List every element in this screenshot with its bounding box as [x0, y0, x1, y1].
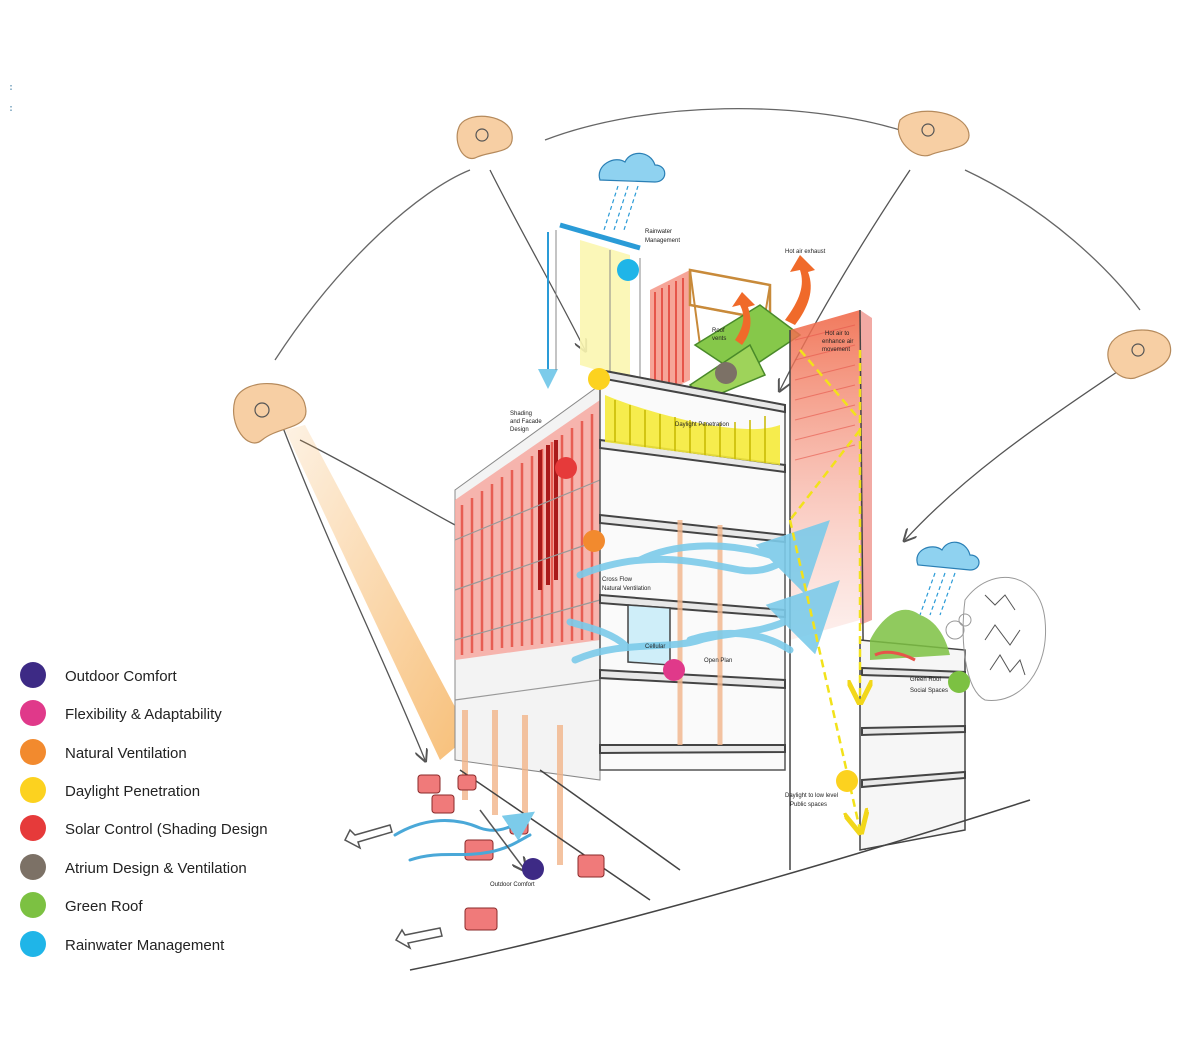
rain-lines-top [603, 185, 639, 231]
rainwater-tower [538, 222, 641, 389]
legend-item-natural-ventilation: Natural Ventilation [18, 737, 318, 769]
people [417, 774, 605, 931]
legend-item-flexibility: Flexibility & Adaptability [18, 698, 318, 730]
legend-dot-green-roof [20, 892, 46, 918]
margin-mark-2: : [8, 103, 15, 114]
marker-daylight-top [588, 368, 610, 390]
legend-item-solar-control: Solar Control (Shading Design [18, 813, 318, 845]
ann-hot-air-exhaust: Hot air exhaust [785, 249, 826, 255]
building-body [454, 368, 966, 865]
ann-green-roof-2: Social Spaces [910, 688, 948, 694]
margin-mark-1: : [8, 82, 15, 93]
marker-rainwater [617, 259, 639, 281]
legend-label-solar-control: Solar Control (Shading Design [65, 821, 268, 838]
ann-shading-3: Design [510, 427, 529, 433]
ann-rainwater-2: Management [645, 238, 680, 244]
legend-item-atrium-design: Atrium Design & Ventilation [18, 852, 318, 884]
ann-daylight-lower-1: Daylight to low level [785, 793, 838, 799]
ann-rainwater-1: Rainwater [645, 229, 672, 235]
ann-shading-2: and Facade [510, 419, 542, 425]
hot-air-exhaust-arrows [732, 255, 815, 345]
street-wind-arrows [393, 811, 535, 862]
outflow-arrows [344, 809, 525, 950]
ann-cellular: Cellular [645, 644, 665, 650]
legend-label-daylight-penetration: Daylight Penetration [65, 783, 201, 800]
legend-item-green-roof: Green Roof [18, 890, 318, 922]
ann-outdoor-comfort: Outdoor Comfort [490, 882, 535, 888]
legend-label-rainwater: Rainwater Management [65, 937, 225, 954]
cloud-icon-right [916, 541, 980, 571]
street-ground [409, 769, 1031, 971]
sun-beam [285, 425, 470, 760]
legend-item-rainwater: Rainwater Management [18, 929, 318, 961]
wind-arrows [566, 520, 840, 664]
legend-dot-daylight-penetration [20, 777, 46, 803]
ann-roof-vents-2: vents [712, 336, 726, 342]
legend-label-outdoor-comfort: Outdoor Comfort [65, 668, 177, 685]
legend-dot-natural-ventilation [20, 739, 46, 765]
annotations: Rainwater Management Hot air exhaust Roo… [490, 229, 948, 888]
rain-lines-right [919, 572, 956, 616]
sun-icon-right [1107, 329, 1172, 380]
legend-dot-flexibility [20, 700, 46, 726]
marker-daylight-lower [836, 770, 858, 792]
legend-label-green-roof: Green Roof [65, 898, 143, 915]
legend-label-flexibility: Flexibility & Adaptability [65, 706, 222, 723]
legend-dot-outdoor-comfort [20, 662, 46, 688]
legend-item-outdoor-comfort: Outdoor Comfort [18, 660, 318, 692]
ann-cross-flow-1: Cross Flow [602, 577, 633, 583]
ann-shading-1: Shading [510, 411, 532, 417]
legend-dot-rainwater [20, 931, 46, 957]
sun-icon-top-right [897, 110, 970, 157]
marker-ventilation [583, 530, 605, 552]
legend-label-atrium-design: Atrium Design & Ventilation [65, 860, 247, 877]
ann-open-plan: Open Plan [704, 658, 732, 664]
social-space-sketch [945, 576, 1047, 701]
ann-roof-vents-1: Roof [712, 328, 725, 334]
ann-hot-air-1: Hot air to [825, 331, 850, 337]
legend-label-natural-ventilation: Natural Ventilation [65, 745, 187, 762]
ann-cross-flow-2: Natural Ventilation [602, 586, 651, 592]
marker-atrium [715, 362, 737, 384]
cloud-icon-top [598, 152, 666, 183]
ann-green-roof-1: Green Roof [910, 677, 941, 683]
ann-daylight-lower-2: Public spaces [790, 802, 827, 808]
back-facade-red [650, 270, 690, 400]
legend-item-daylight-penetration: Daylight Penetration [18, 775, 318, 807]
marker-outdoor-comfort [522, 858, 544, 880]
category-markers [522, 259, 970, 880]
marker-flexibility [663, 659, 685, 681]
sun-icon-top-left [456, 115, 513, 159]
ann-daylight-penetration: Daylight Penetration [675, 422, 729, 428]
ann-hot-air-3: movement [822, 347, 850, 353]
sun-icon-left [233, 382, 307, 444]
marker-solar [555, 457, 577, 479]
sun-path-arcs [274, 107, 1141, 361]
ann-hot-air-2: enhance air [822, 339, 853, 345]
marker-green-roof [948, 671, 970, 693]
legend-dot-atrium-design [20, 854, 46, 880]
legend-dot-solar-control [20, 815, 46, 841]
